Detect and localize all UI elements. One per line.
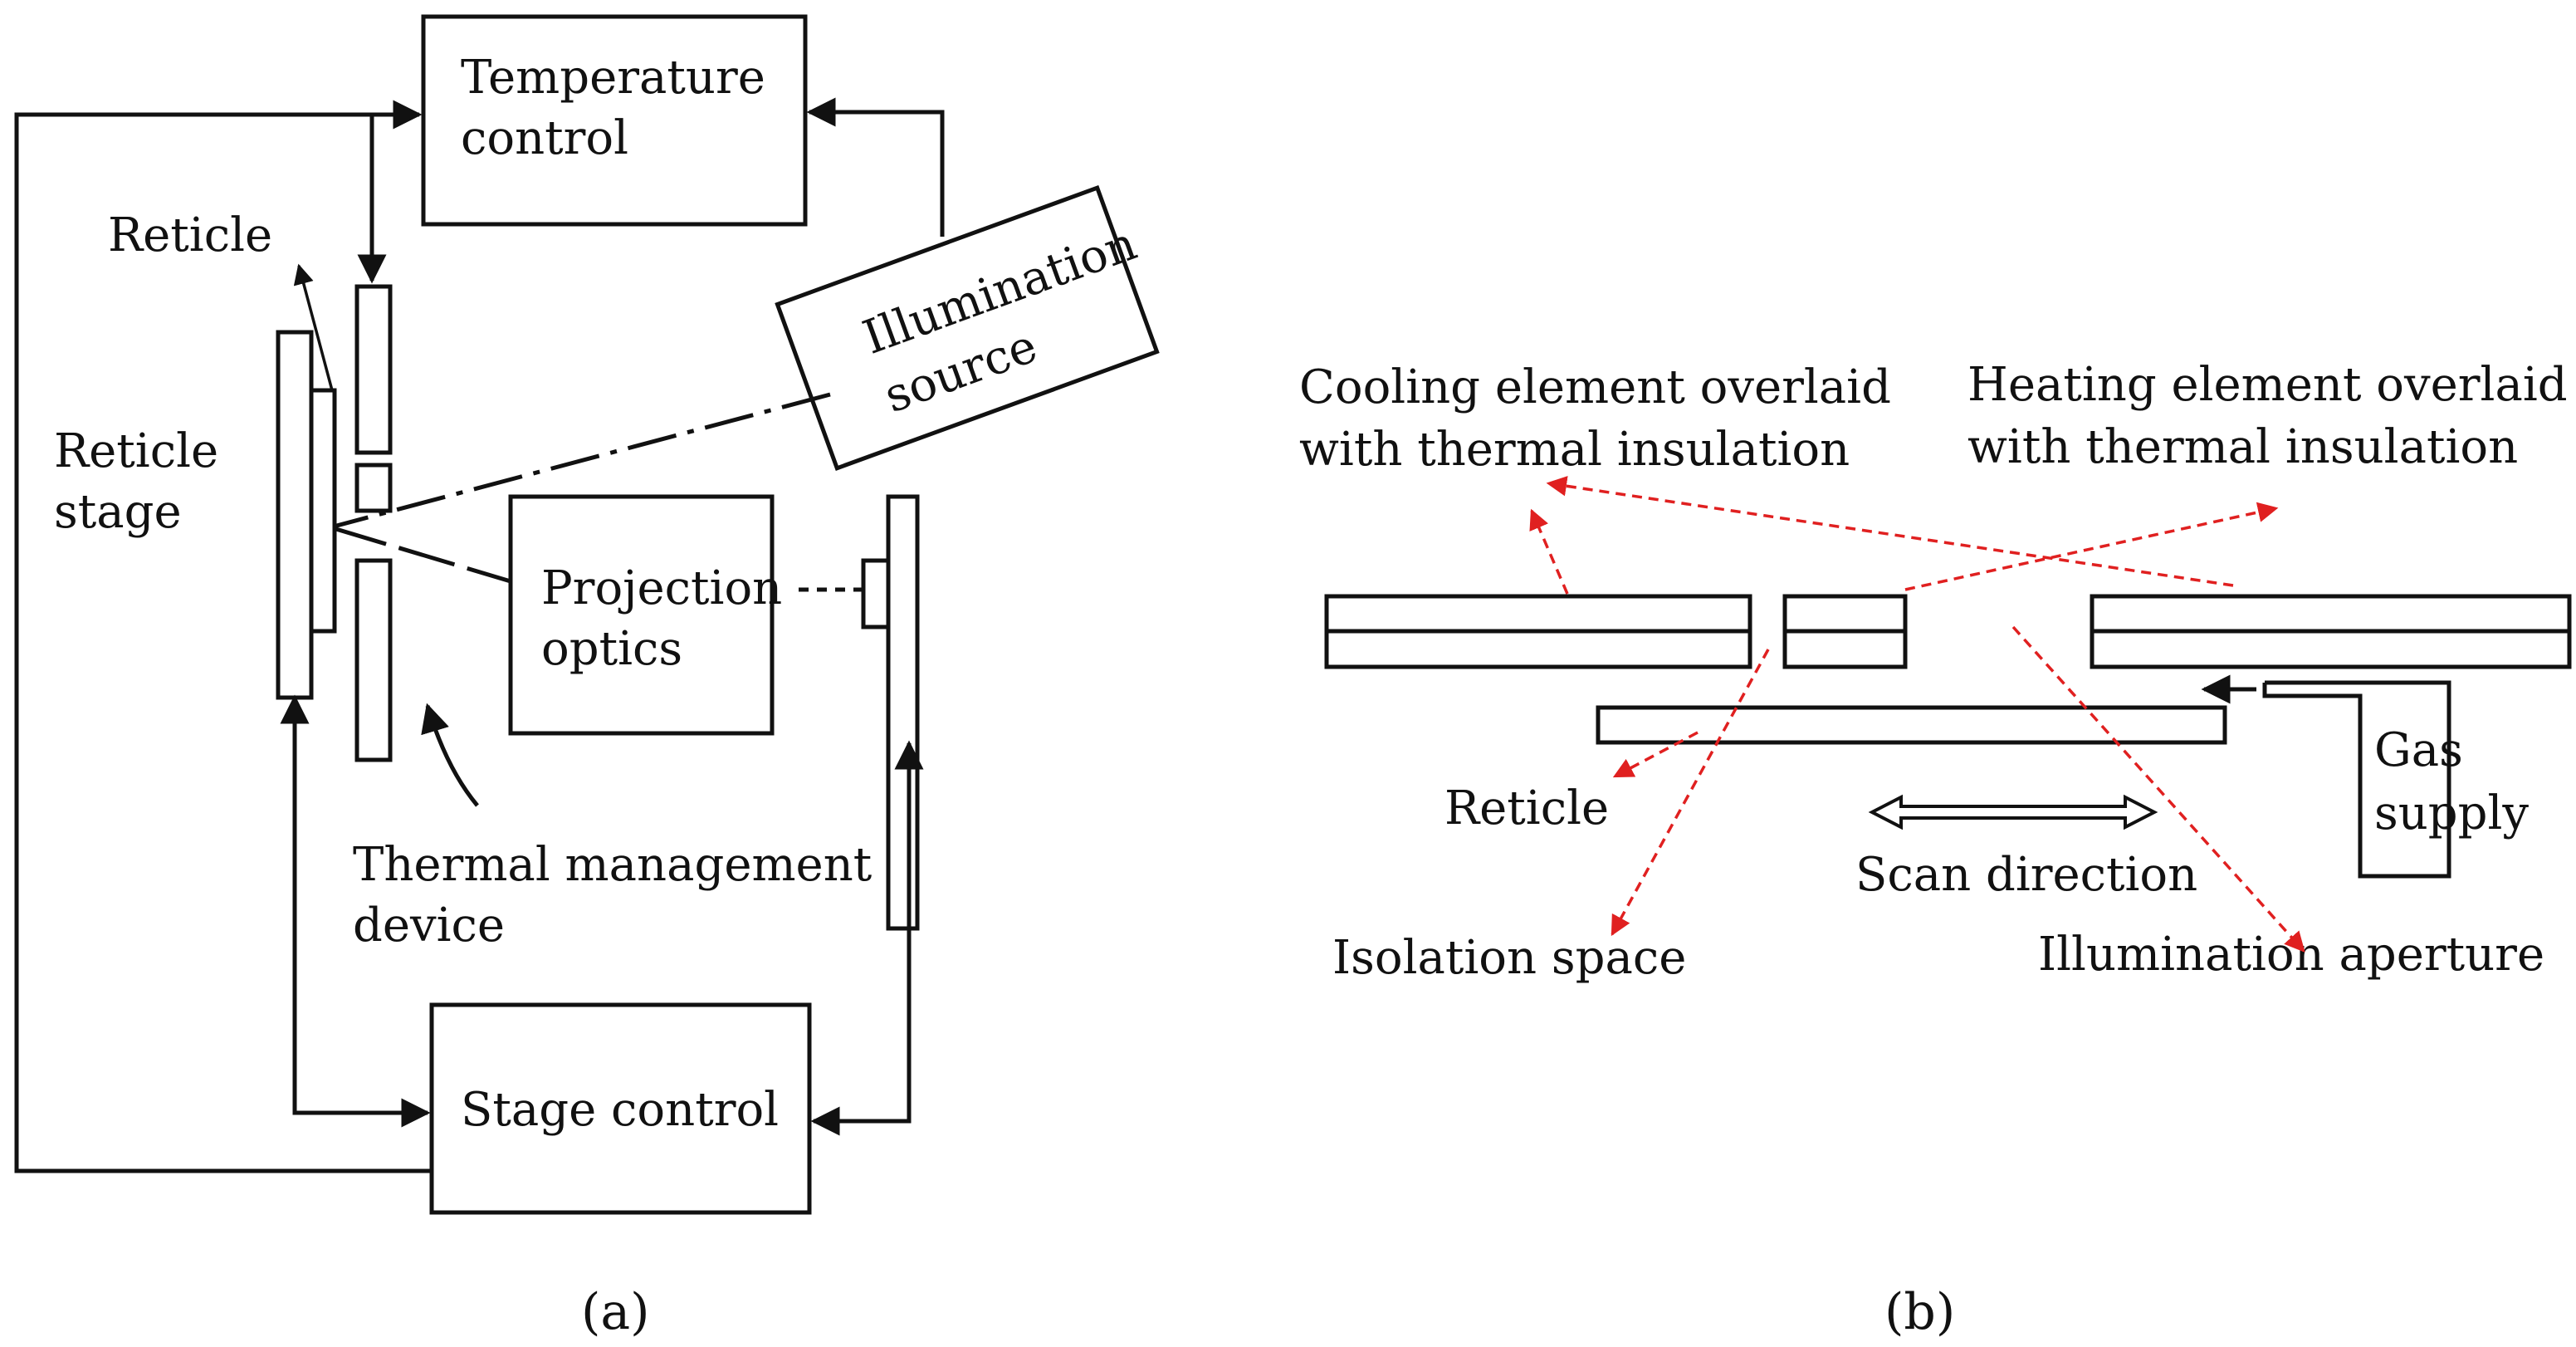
panel-a-caption: (a) (581, 1283, 650, 1341)
thermal-management-label-line2: device (353, 899, 505, 953)
isolation-space-label: Isolation space (1332, 931, 1686, 985)
thermal-device-pointer (421, 703, 479, 807)
annotation-isolation-space (1611, 649, 1770, 937)
annotation-heating (1904, 502, 2279, 591)
gas-supply-label-line2: supply (2374, 786, 2529, 840)
cooling-element-label-line1: Cooling element overlaid (1299, 360, 1891, 414)
panel-b-caption: (b) (1884, 1283, 1955, 1341)
stage-control-box (429, 1002, 812, 1215)
cooling-element-label-line2: with thermal insulation (1299, 423, 1850, 477)
temperature-control-box (421, 14, 808, 227)
illumination-source-box: Illumination source (775, 185, 1160, 471)
temperature-control-label-line1: Temperature (461, 51, 765, 105)
thermal-plate-lower (354, 558, 393, 762)
projection-optics-label-line1: Projection (541, 561, 782, 615)
reticle-plate (309, 388, 337, 634)
panel-b: Cooling element overlaid with thermal in… (1299, 358, 2572, 1341)
thermal-plate-middle (354, 463, 393, 513)
stage-control-to-wafer-stage (810, 740, 924, 1136)
reticle-stage (276, 330, 314, 700)
projection-optics-label-line2: optics (541, 622, 682, 676)
illumination-to-temp-arrow (806, 97, 945, 237)
thermal-management-label-line1: Thermal management (353, 838, 873, 892)
reticle-label: Reticle (108, 208, 272, 262)
temperature-control-label-line2: control (461, 111, 628, 165)
wafer-chuck (861, 558, 891, 629)
heating-element-label-line1: Heating element overlaid (1967, 358, 2568, 412)
gas-supply-label-line1: Gas (2374, 723, 2463, 777)
heating-element-label-line2: with thermal insulation (1967, 420, 2518, 474)
annotation-cooling-left (1529, 508, 1569, 595)
reticle-b-label: Reticle (1444, 781, 1609, 835)
reticle-stage-label-line2: stage (54, 485, 182, 539)
illumination-beam (330, 392, 831, 530)
outer-loop-line (14, 100, 432, 1173)
annotation-cooling-right (1546, 476, 2234, 587)
stage-control-to-reticle-stage (280, 694, 431, 1128)
projection-optics-box (508, 494, 775, 736)
panel-a: Temperature control Illumination source … (14, 14, 1160, 1341)
reticle-pointer-line (293, 263, 334, 391)
annotation-illumination-aperture (2011, 625, 2305, 953)
wafer-stage (886, 494, 920, 931)
reticle-stage-label-line1: Reticle (54, 424, 218, 478)
gas-supply-duct (2262, 680, 2451, 879)
scan-direction-arrow (1868, 794, 2158, 830)
thermal-plate-upper (354, 284, 393, 455)
stage-control-label: Stage control (461, 1083, 779, 1137)
scan-direction-label: Scan direction (1855, 848, 2197, 902)
projection-beam (330, 525, 511, 584)
reticle-plate-b (1596, 705, 2227, 745)
